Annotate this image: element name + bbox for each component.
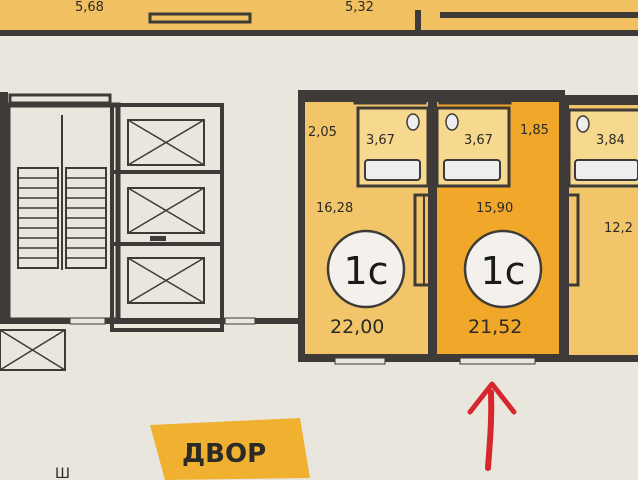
unit-1-hall-area: 2,05 bbox=[308, 125, 337, 140]
top-partition bbox=[415, 10, 421, 32]
unit-2-type-circle bbox=[463, 229, 543, 309]
unit-1-room-area: 16,28 bbox=[316, 201, 353, 216]
unit-3-bathtub bbox=[574, 159, 638, 181]
elevator-shaft-2 bbox=[127, 187, 205, 234]
yard-label: ДВОР bbox=[182, 439, 266, 469]
unit-2-total-area: 21,52 bbox=[468, 316, 522, 338]
elevator-divider-1 bbox=[112, 170, 222, 174]
yard-badge-shape bbox=[150, 418, 310, 480]
unit-2-bath-area: 3,67 bbox=[464, 133, 493, 148]
bottom-mark: Ш bbox=[55, 466, 70, 480]
unit-1-toilet bbox=[406, 113, 420, 131]
corridor-window-1 bbox=[69, 317, 106, 325]
top-unit-area-1: 5,68 bbox=[75, 0, 104, 15]
stair-elevator-core bbox=[0, 92, 300, 371]
corridor-wall bbox=[0, 318, 300, 324]
unit-1-bathtub bbox=[364, 159, 421, 181]
top-partition-horizontal bbox=[440, 12, 638, 18]
top-units-strip: 5,68 5,32 bbox=[0, 0, 638, 36]
lower-shaft bbox=[0, 329, 66, 371]
unit-2-window-top bbox=[438, 93, 512, 105]
red-arrow-shaft bbox=[485, 389, 495, 471]
unit-1-window-bottom bbox=[334, 357, 386, 365]
unit-3-window-side bbox=[560, 193, 580, 287]
elevator-shaft-3 bbox=[127, 257, 205, 304]
core-wall-left bbox=[0, 92, 8, 322]
unit-1-window-top bbox=[353, 93, 427, 105]
yard-badge: ДВОР bbox=[150, 418, 310, 480]
elevator-shaft-1 bbox=[127, 119, 205, 166]
unit-1-type: 1с bbox=[343, 249, 388, 293]
unit-2-bathtub bbox=[443, 159, 501, 181]
red-arrow-head bbox=[467, 381, 517, 415]
unit-2-window-bottom bbox=[459, 357, 536, 365]
unit-2-toilet bbox=[445, 113, 459, 131]
unit-2: 3,67 1,85 15,90 1с 21,52 bbox=[430, 90, 565, 365]
unit-3-toilet bbox=[576, 115, 590, 133]
unit-3-room-area: 12,2 bbox=[604, 221, 633, 236]
elevator-door-1 bbox=[150, 236, 166, 241]
unit-1: 2,05 3,67 16,28 1с 22,00 bbox=[298, 90, 435, 365]
red-arrow bbox=[467, 381, 517, 471]
corridor-window-2 bbox=[224, 317, 256, 325]
unit-1-total-area: 22,00 bbox=[330, 316, 384, 338]
elevator-block bbox=[110, 103, 224, 332]
unit-2-room-area: 15,90 bbox=[476, 201, 513, 216]
stair-flight-right bbox=[65, 167, 107, 269]
unit-3: 3,84 12,2 bbox=[560, 95, 638, 362]
top-unit-area-2: 5,32 bbox=[345, 0, 374, 15]
top-units-wall bbox=[0, 30, 638, 36]
elevator-divider-2 bbox=[112, 242, 222, 246]
stair-flight-left bbox=[17, 167, 59, 269]
top-window bbox=[148, 12, 252, 24]
unit-1-bath-area: 3,67 bbox=[366, 133, 395, 148]
unit-2-hall-area: 1,85 bbox=[520, 123, 549, 138]
unit-3-bath-area: 3,84 bbox=[596, 133, 625, 148]
unit-1-type-circle bbox=[326, 229, 406, 309]
unit-2-type: 1с bbox=[480, 249, 525, 293]
